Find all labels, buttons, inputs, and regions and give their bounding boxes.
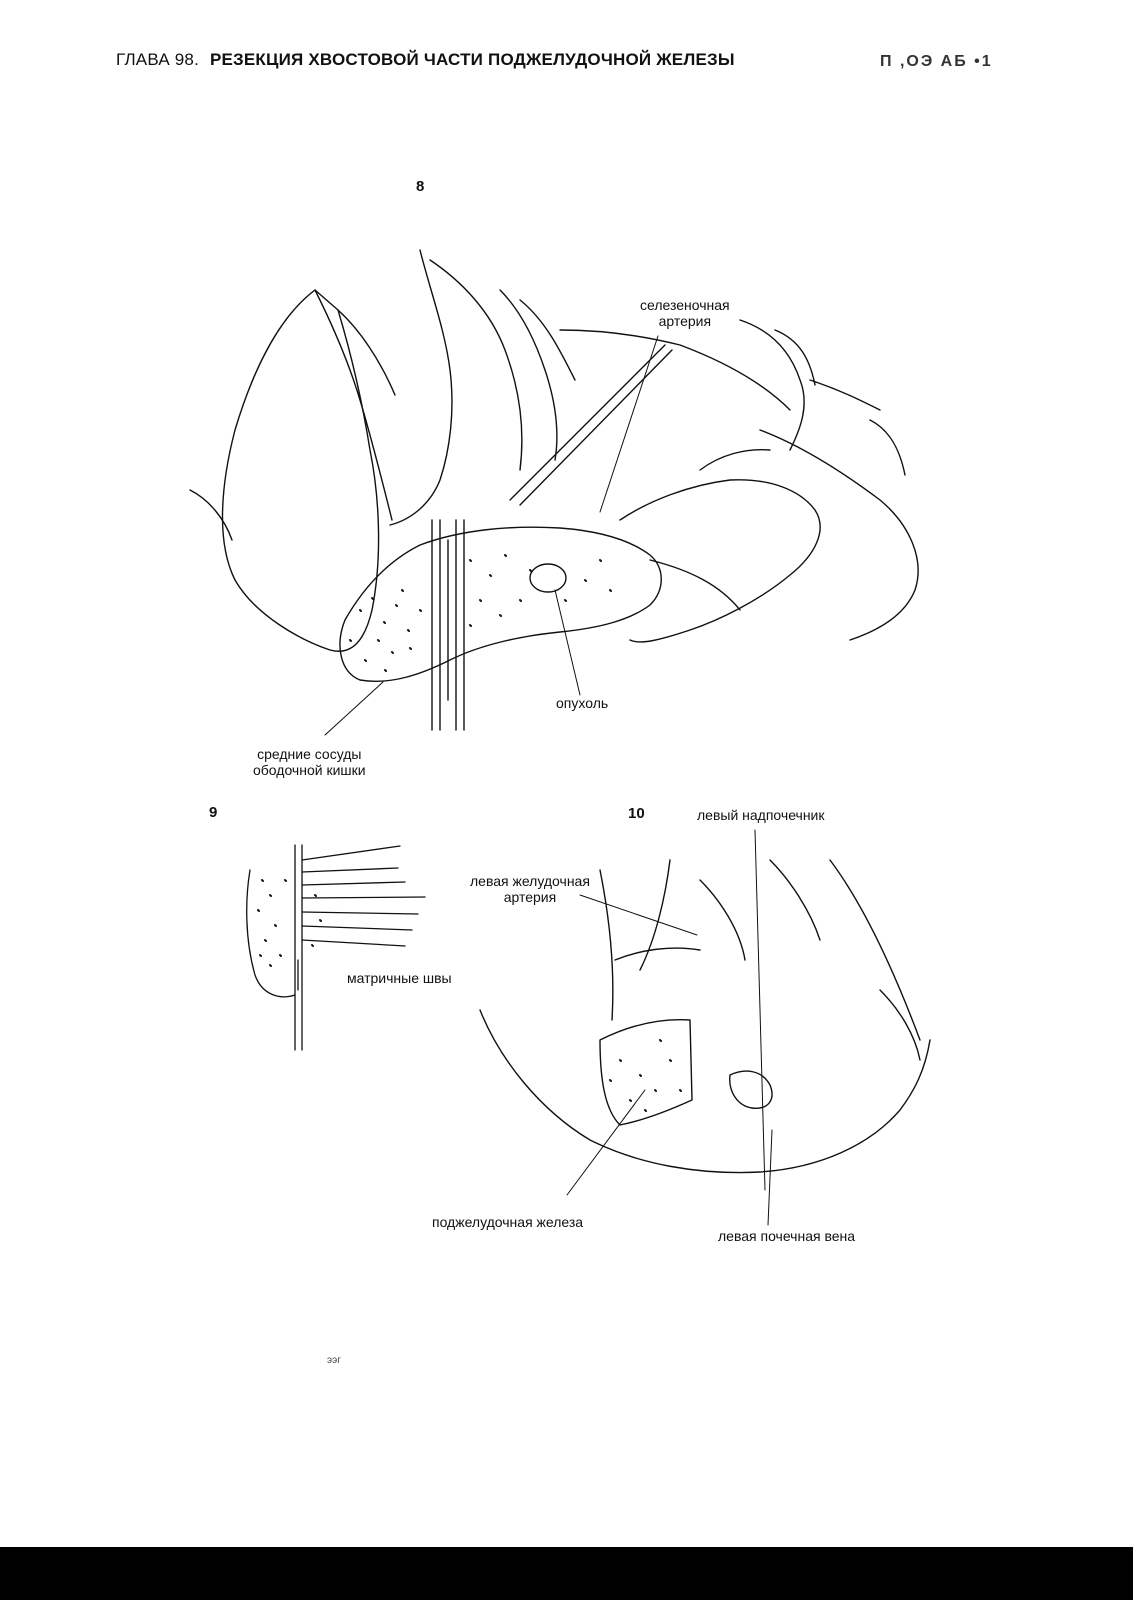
fig9-stipple — [257, 879, 322, 967]
fig10-vessel — [729, 1070, 773, 1109]
label-left-gastric-artery: левая желудочная артерия — [470, 873, 590, 905]
label-tumor: опухоль — [556, 695, 609, 711]
corner-mark: П ,ОЭ АБ •1 — [880, 53, 993, 70]
fig9-pancreas-edge — [246, 869, 296, 998]
fig10-stipple — [609, 1039, 682, 1112]
label-left-renal-vein: левая почечная вена — [718, 1228, 856, 1244]
label-pancreas: поджелудочная железа — [432, 1214, 584, 1230]
scan-border — [0, 1547, 1133, 1600]
label-left-adrenal: левый надпочечник — [697, 807, 825, 823]
fig8-organ-left — [221, 289, 380, 652]
chapter-number: ГЛАВА 98. — [116, 50, 200, 69]
label-middle-colic-vessels: средние сосуды ободочной кишки — [253, 746, 366, 778]
fig9-clamp — [294, 844, 303, 1051]
fig8-stipple — [349, 554, 612, 672]
running-header: ГЛАВА 98. РЕЗЕКЦИЯ ХВОСТОВОЙ ЧАСТИ ПОДЖЕ… — [116, 50, 735, 70]
figure-10-number: 10 — [628, 805, 645, 822]
figure-8-number: 8 — [416, 178, 425, 195]
fig8-tumor — [529, 563, 567, 593]
fig8-clamp — [431, 519, 465, 731]
fig9-sutures — [301, 845, 426, 947]
fig8-organ-right — [559, 329, 791, 411]
fig8-organ-center — [389, 249, 453, 526]
label-mattress-sutures: матричные швы — [347, 970, 452, 986]
fig10-pancreas — [599, 1018, 693, 1126]
label-splenic-artery: селезеночная артерия — [640, 297, 730, 329]
figure-9-number: 9 — [209, 804, 218, 821]
fig8-pancreas — [339, 526, 662, 682]
chapter-title: РЕЗЕКЦИЯ ХВОСТОВОЙ ЧАСТИ ПОДЖЕЛУДОЧНОЙ Ж… — [209, 50, 735, 69]
page-mark: ээг — [327, 1355, 341, 1366]
fig10-field-outline — [479, 1009, 931, 1174]
